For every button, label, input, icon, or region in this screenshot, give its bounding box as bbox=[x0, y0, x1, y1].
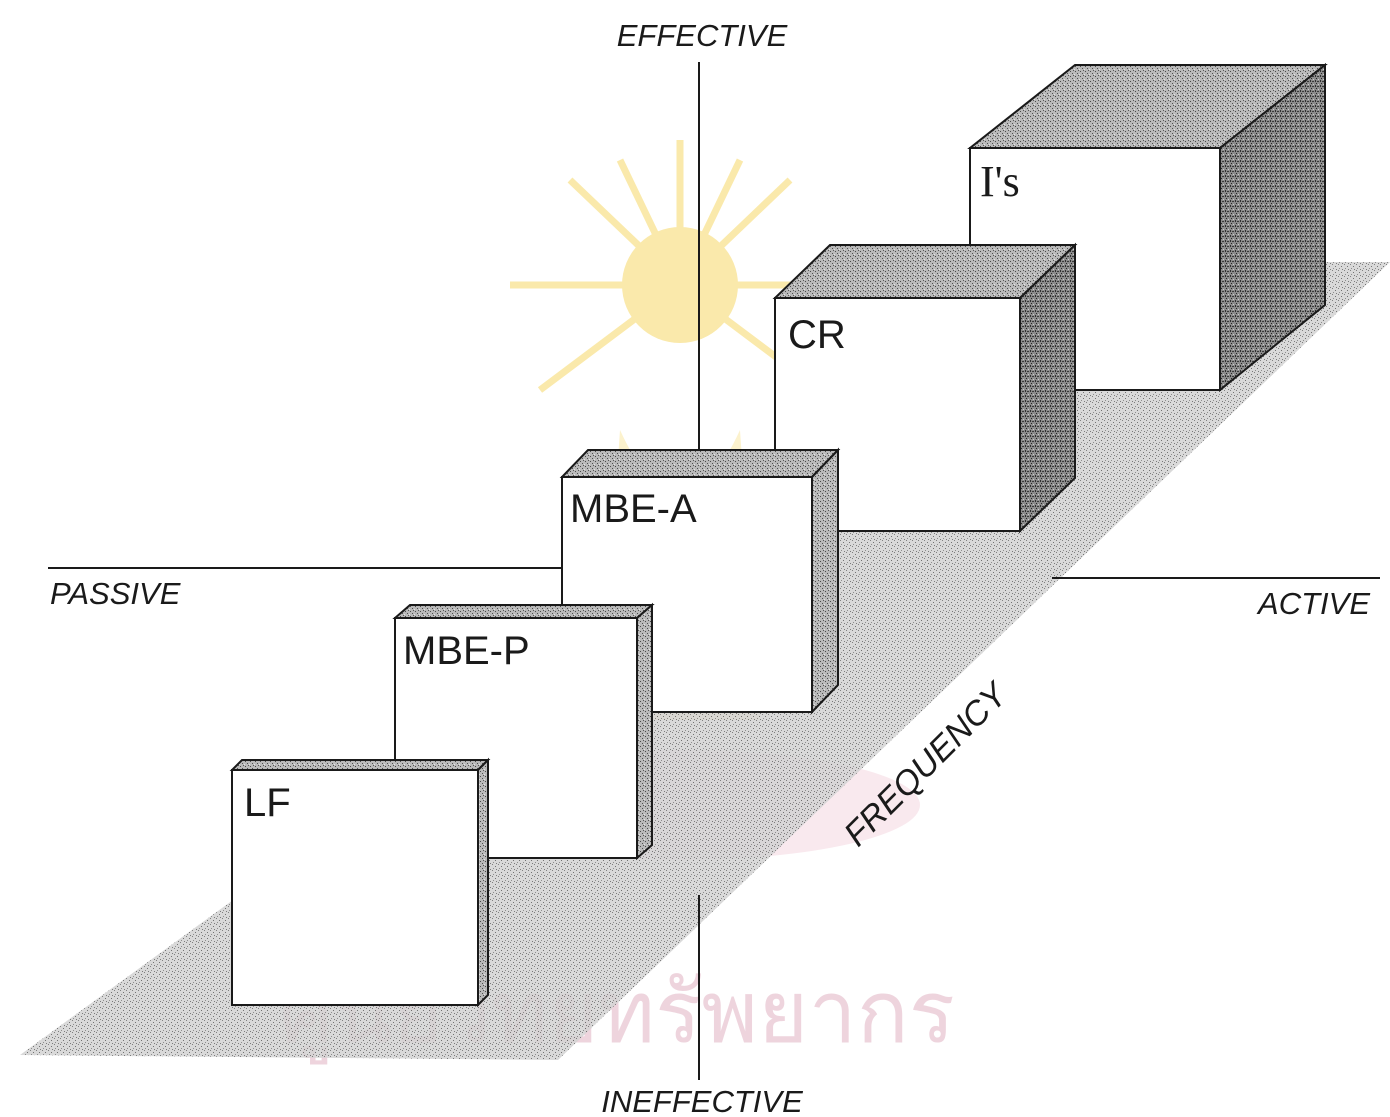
box-label-mbe-p: MBE-P bbox=[403, 629, 530, 673]
box-label-lf: LF bbox=[244, 781, 291, 825]
axis-label-passive: PASSIVE bbox=[50, 576, 181, 611]
box-label-cr: CR bbox=[788, 313, 846, 357]
box-label-is: I's bbox=[980, 157, 1020, 206]
box-label-mbe-a: MBE-A bbox=[570, 487, 697, 531]
axis-label-ineffective: INEFFECTIVE bbox=[601, 1084, 803, 1117]
axis-label-effective: EFFECTIVE bbox=[617, 18, 788, 53]
box-lf: LF bbox=[232, 760, 488, 1005]
axis-label-active: ACTIVE bbox=[1256, 586, 1370, 621]
